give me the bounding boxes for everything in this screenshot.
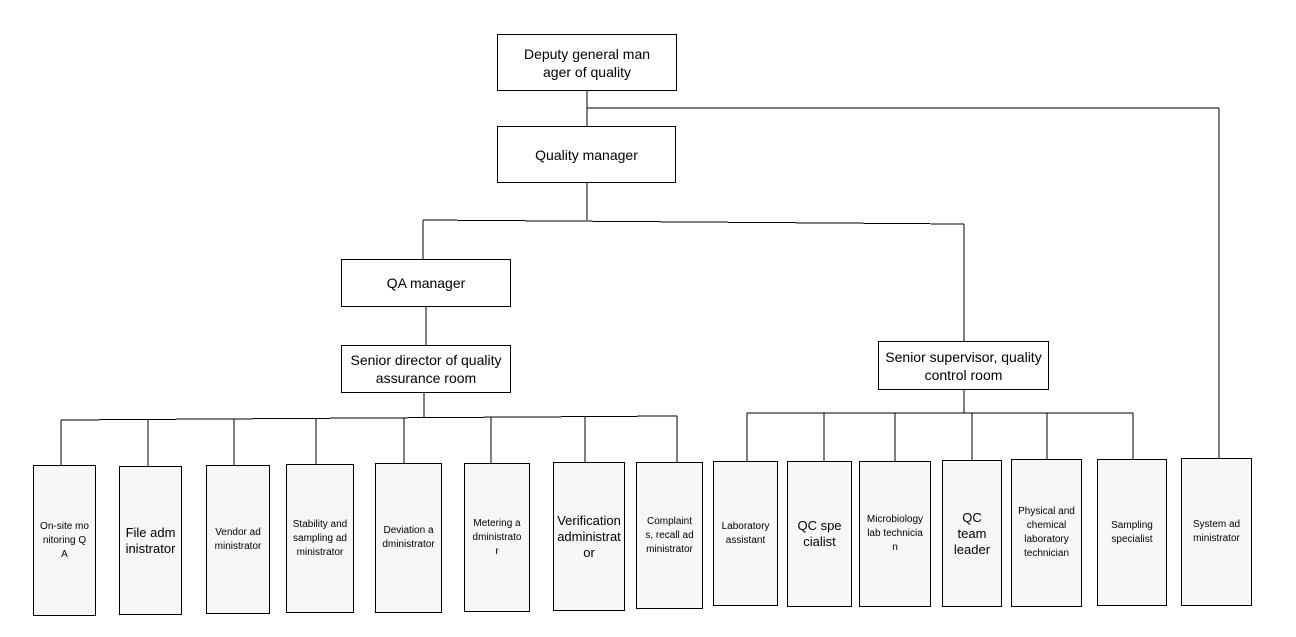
node-vendor-administrator: Vendor administrator (206, 465, 270, 614)
node-label: Senior director of quality assurance roo… (350, 352, 502, 386)
node-complaints-recall-administrator: Complaints, recall administrator (636, 462, 703, 609)
node-label: Microbiology lab technician (866, 514, 924, 553)
node-metering-administrator: Metering administrator (464, 463, 530, 612)
node-label: File administrator (125, 524, 176, 556)
node-onsite-monitoring-qa: On-site monitoring QA (33, 465, 96, 616)
node-senior-supervisor-qc-room: Senior supervisor, quality control room (878, 341, 1049, 390)
node-label: Metering administrator (472, 517, 522, 557)
node-label: Vendor administrator (214, 526, 262, 552)
node-label: System administrator (1192, 519, 1241, 544)
node-label: QA manager (386, 275, 466, 291)
node-label: Laboratory assistant (721, 520, 770, 546)
connector-line (60, 415, 678, 421)
node-file-administrator: File administrator (119, 466, 182, 615)
node-deviation-administrator: Deviation administrator (375, 463, 442, 613)
node-label: On-site monitoring QA (40, 520, 89, 560)
node-label: Deviation administrator (382, 525, 435, 550)
node-label: Stability and sampling administrator (292, 518, 348, 558)
node-label: Complaints, recall administrator (645, 515, 694, 555)
node-laboratory-assistant: Laboratory assistant (713, 461, 778, 606)
node-senior-director-qa-room: Senior director of quality assurance roo… (341, 345, 511, 393)
node-system-administrator: System administrator (1181, 458, 1252, 606)
node-label: QC specialist (797, 518, 842, 549)
node-qc-team-leader: QC team leader (942, 460, 1002, 607)
node-microbiology-lab-technician: Microbiology lab technician (859, 461, 931, 607)
node-label: Quality manager (535, 146, 638, 163)
node-label: QC team leader (953, 509, 991, 557)
node-label: Deputy general manager of quality (523, 45, 651, 80)
node-qc-specialist: QC specialist (787, 461, 852, 607)
node-verification-administrator: Verification administrator (553, 462, 625, 611)
node-stability-sampling-administrator: Stability and sampling administrator (286, 464, 354, 613)
node-physical-chemical-lab-technician: Physical and chemical laboratory technic… (1011, 459, 1082, 607)
node-quality-manager: Quality manager (497, 126, 676, 183)
node-qa-manager: QA manager (341, 259, 511, 307)
node-deputy-general-manager: Deputy general manager of quality (497, 34, 677, 91)
node-label: Verification administrator (557, 512, 621, 560)
node-sampling-specialist: Sampling specialist (1097, 459, 1167, 606)
connector-line (422, 219, 965, 225)
node-label: Senior supervisor, quality control room (885, 348, 1042, 383)
node-label: Physical and chemical laboratory technic… (1018, 506, 1075, 559)
node-label: Sampling specialist (1111, 519, 1153, 545)
